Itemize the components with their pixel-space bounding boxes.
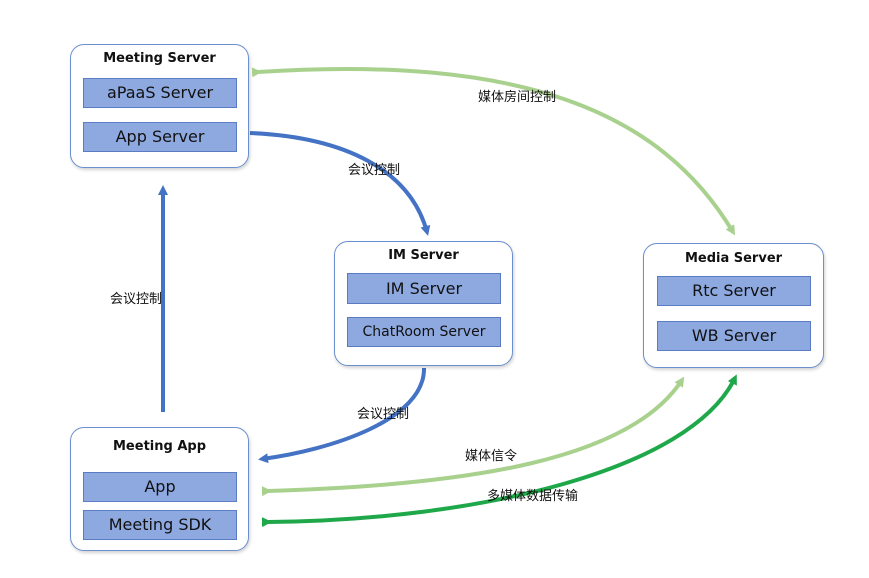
media-server-title: Media Server — [684, 251, 783, 266]
meeting-server-title: Meeting Server — [103, 51, 216, 66]
meeting-app-title: Meeting App — [113, 439, 206, 454]
im-server-group: IM Server IM Server ChatRoom Server — [334, 241, 513, 366]
media-server-group: Media Server Rtc Server WB Server — [643, 243, 824, 368]
im-server-title: IM Server — [388, 248, 459, 263]
app-box: App — [83, 472, 237, 502]
chatroom-server-box: ChatRoom Server — [347, 317, 501, 347]
label-meeting-control-im-to-app: 会议控制 — [357, 407, 410, 422]
app-server-box: App Server — [83, 122, 237, 152]
arrow-server-to-im — [249, 131, 431, 236]
meeting-server-group: Meeting Server aPaaS Server App Server — [70, 44, 249, 168]
rtc-server-box: Rtc Server — [657, 276, 811, 306]
arrow-media-signaling — [261, 376, 685, 497]
arrow-media-room-control — [251, 66, 736, 236]
meeting-app-group: Meeting App App Meeting SDK — [70, 427, 249, 551]
arrow-multimedia-data — [261, 374, 737, 528]
apaas-server-box: aPaaS Server — [83, 78, 237, 108]
label-meeting-control-app-to-server: 会议控制 — [110, 292, 163, 307]
label-media-signaling: 媒体信令 — [465, 449, 518, 464]
im-server-box: IM Server — [347, 273, 501, 304]
label-meeting-control-server-to-im: 会议控制 — [348, 163, 401, 178]
meeting-sdk-box: Meeting SDK — [83, 510, 237, 540]
label-multimedia-data-transfer: 多媒体数据传输 — [487, 489, 579, 504]
wb-server-box: WB Server — [657, 321, 811, 351]
label-media-room-control: 媒体房间控制 — [478, 90, 557, 105]
